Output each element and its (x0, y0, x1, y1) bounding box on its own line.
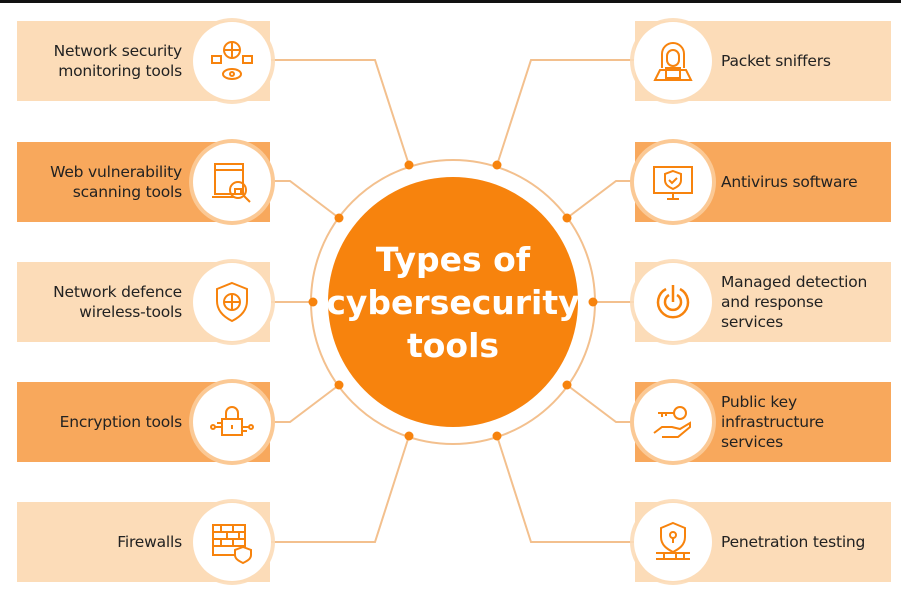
item-web-vulnerability-scanning: Web vulnerability scanning tools (17, 142, 271, 222)
connector-line (270, 384, 340, 423)
connector-line (270, 180, 340, 219)
connector-dot (492, 160, 502, 170)
monitor-shield-icon (634, 143, 712, 221)
connector-dot (404, 431, 414, 441)
connector-dot (562, 213, 572, 223)
item-label: Web vulnerability scanning tools (50, 163, 182, 201)
web-scan-icon (193, 143, 271, 221)
item-label: Firewalls (117, 533, 182, 551)
item-network-defence-wireless: Network defence wireless-tools (17, 262, 271, 342)
item-label: Antivirus software (721, 173, 858, 191)
item-label: Network defence wireless-tools (53, 283, 182, 321)
connector-dot (308, 297, 318, 307)
connector-dot (492, 431, 502, 441)
lock-circuit-icon (193, 383, 271, 461)
connector-line (496, 435, 636, 543)
connector-dot (562, 380, 572, 390)
top-border (0, 0, 901, 3)
item-packet-sniffers: Packet sniffers (634, 21, 891, 101)
item-label: Managed detection and response services (721, 273, 868, 331)
item-penetration-testing: Penetration testing (634, 502, 891, 582)
item-label: Penetration testing (721, 533, 866, 551)
item-label: Packet sniffers (721, 52, 831, 70)
connector-dot (588, 297, 598, 307)
center-title: Types of cybersecurity tools (326, 177, 580, 427)
connector-line (566, 384, 636, 423)
connector-line (496, 59, 636, 166)
key-hand-icon (634, 383, 712, 461)
item-encryption-tools: Encryption tools (17, 382, 271, 462)
item-firewalls: Firewalls (17, 502, 271, 582)
item-label: Encryption tools (59, 413, 183, 431)
item-public-key-infrastructure: Public key infrastructure services (634, 382, 891, 462)
connector-line (270, 59, 410, 166)
connector-dot (334, 380, 344, 390)
item-label: Public key infrastructure services (721, 393, 824, 451)
item-label: Network security monitoring tools (53, 42, 183, 80)
item-managed-detection-response: Managed detection and response services (634, 262, 891, 342)
pentest-icon (634, 503, 712, 581)
hacker-icon (634, 22, 712, 100)
firewall-icon (193, 503, 271, 581)
connector-line (566, 180, 636, 219)
network-monitoring-icon (193, 22, 271, 100)
item-antivirus-software: Antivirus software (634, 142, 891, 222)
item-network-security-monitoring: Network security monitoring tools (17, 21, 271, 101)
connector-line (270, 435, 410, 543)
radar-icon (634, 263, 712, 341)
shield-globe-icon (193, 263, 271, 341)
connector-dot (334, 213, 344, 223)
connector-dot (404, 160, 414, 170)
